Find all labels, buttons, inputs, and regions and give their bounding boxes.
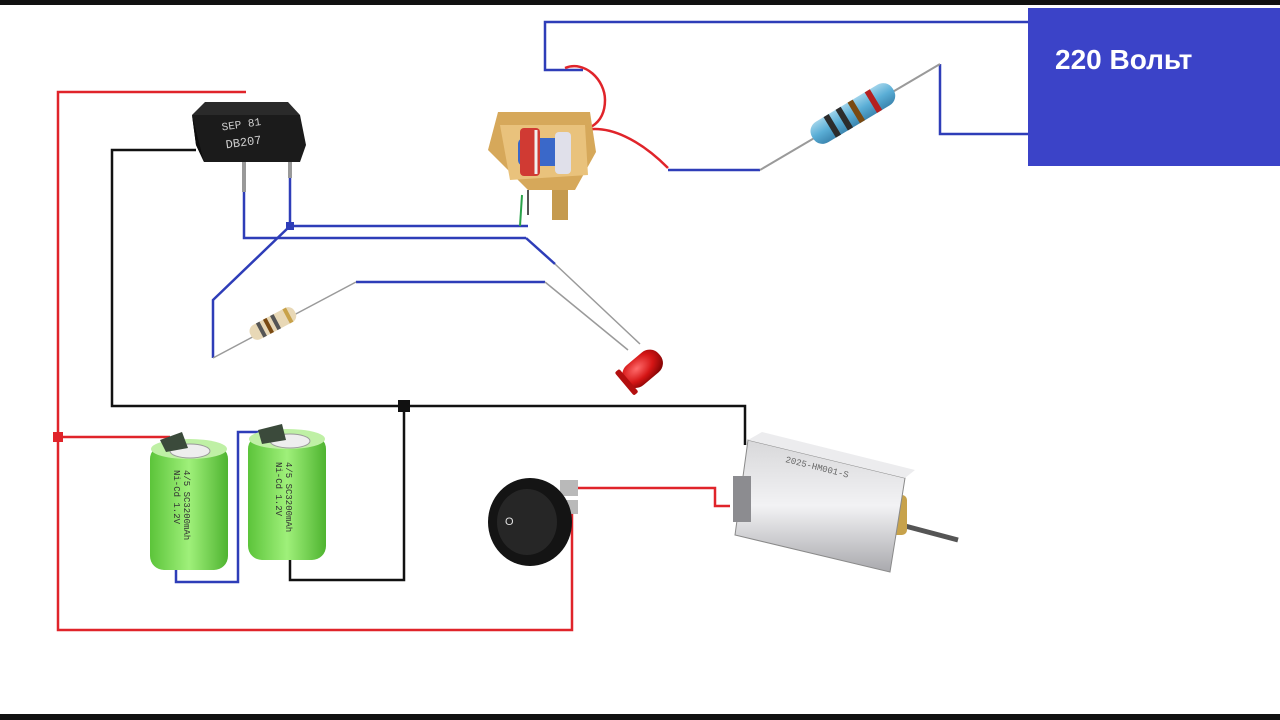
wire-positive-main (56, 90, 574, 632)
transformer-icon (488, 112, 596, 227)
battery-icon-1: Ni-Cd 1.2V 4/5 SC3200mAh (150, 432, 228, 570)
junction-dot-blue (286, 222, 294, 230)
wire-switch-motor (572, 486, 730, 508)
resistor-small-icon (212, 281, 357, 359)
bridge-marking-1: SEP 81 (221, 117, 262, 134)
power-source-box: 220 Вольт (1028, 8, 1280, 166)
wire-battery-negative (288, 406, 406, 582)
bridge-marking-2: DB207 (225, 133, 263, 152)
junction-dot-red (53, 432, 63, 442)
power-source-label: 220 Вольт (1055, 44, 1193, 75)
bottom-letterbox-bar (0, 714, 1280, 720)
wire-led-branch (211, 225, 291, 358)
led-icon (544, 263, 663, 395)
battery-1-marking-2: 4/5 SC3200mAh (181, 470, 191, 540)
battery-1-marking-1: Ni-Cd 1.2V (171, 470, 181, 525)
wire-bridge-ac-2 (242, 190, 526, 240)
wire-mains-bottom (938, 64, 1028, 136)
wire-transformer-lead-2 (584, 127, 669, 169)
battery-icon-2: Ni-Cd 1.2V 4/5 SC3200mAh (248, 424, 326, 560)
rocker-switch-icon: O (488, 478, 578, 566)
negative-wires (110, 148, 747, 582)
resistor-icon (759, 63, 941, 171)
battery-2-marking-2: 4/5 SC3200mAh (283, 462, 293, 532)
junction-dot-black (398, 400, 410, 412)
bridge-rectifier-icon: SEP 81 DB207 (192, 102, 306, 192)
switch-mark: O (505, 516, 514, 528)
wire-to-led (525, 237, 556, 265)
battery-2-marking-1: Ni-Cd 1.2V (273, 462, 283, 517)
dc-motor-icon: 2025-HM001-S (733, 432, 959, 573)
wire-battery-series (174, 430, 262, 584)
top-letterbox-bar (0, 0, 1280, 5)
wire-bridge-ac-1 (288, 176, 528, 228)
wire-negative-main (110, 148, 747, 445)
wire-mains-top (543, 20, 1028, 72)
